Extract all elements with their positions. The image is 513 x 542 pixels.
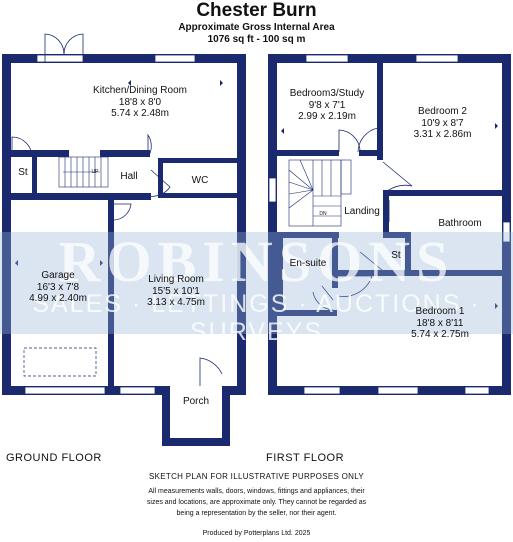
room-hall: Hall	[120, 171, 138, 182]
room-bedroom3: Bedroom3/Study 9'8 x 7'1 2.99 x 2.19m	[289, 88, 365, 122]
first-stairs	[288, 159, 352, 227]
room-st-first: St	[391, 250, 401, 261]
room-porch: Porch	[182, 396, 210, 407]
ground-stairs	[58, 156, 109, 188]
disclaimer-line-1: All measurements walls, doors, windows, …	[148, 488, 365, 495]
room-bathroom: Bathroom	[438, 218, 482, 229]
stairs-up-label: UP	[91, 169, 99, 175]
french-doors	[44, 33, 84, 63]
disclaimer-line-2: sizes and locations, are approximate onl…	[146, 499, 367, 506]
watermark-logo: ROBINSONS	[58, 229, 455, 294]
garage-marker	[23, 347, 97, 377]
page-title: Chester Burn	[196, 0, 317, 21]
dimension-ticks	[15, 80, 498, 309]
room-living: Living Room 15'5 x 10'1 3.13 x 4.75m	[147, 274, 205, 308]
stairs-dn-label: DN	[319, 211, 327, 217]
room-kitchen: Kitchen/Dining Room 18'8 x 8'0 5.74 x 2.…	[93, 85, 187, 119]
disclaimer-line-3: being a representation by the seller, no…	[176, 510, 337, 517]
room-bedroom2: Bedroom 2 10'9 x 8'7 3.31 x 2.86m	[413, 106, 472, 140]
room-ensuite: En-suite	[289, 258, 327, 269]
room-st-ground: St	[18, 167, 28, 178]
credit-line: Produced by Potterplans Ltd. 2025	[202, 530, 311, 537]
first-floor-label: FIRST FLOOR	[266, 452, 345, 464]
room-landing: Landing	[344, 206, 380, 217]
sketch-note: SKETCH PLAN FOR ILLUSTRATIVE PURPOSES ON…	[148, 472, 365, 481]
watermark-band: ROBINSONS SALES · LETTINGS · AUCTIONS · …	[0, 229, 513, 346]
room-wc: WC	[191, 175, 209, 186]
room-garage: Garage 16'3 x 7'8 4.99 x 2.40m	[29, 270, 87, 304]
door-swings	[11, 127, 413, 386]
area-value: 1076 sq ft - 100 sq m	[207, 34, 306, 45]
ground-floor-label: GROUND FLOOR	[6, 452, 102, 464]
watermark-tagline: SALES · LETTINGS · AUCTIONS · SURVEYS	[32, 290, 481, 346]
room-bedroom1: Bedroom 1 18'8 x 8'11 5.74 x 2.75m	[411, 306, 469, 340]
area-subtitle: Approximate Gross Internal Area	[178, 22, 335, 33]
